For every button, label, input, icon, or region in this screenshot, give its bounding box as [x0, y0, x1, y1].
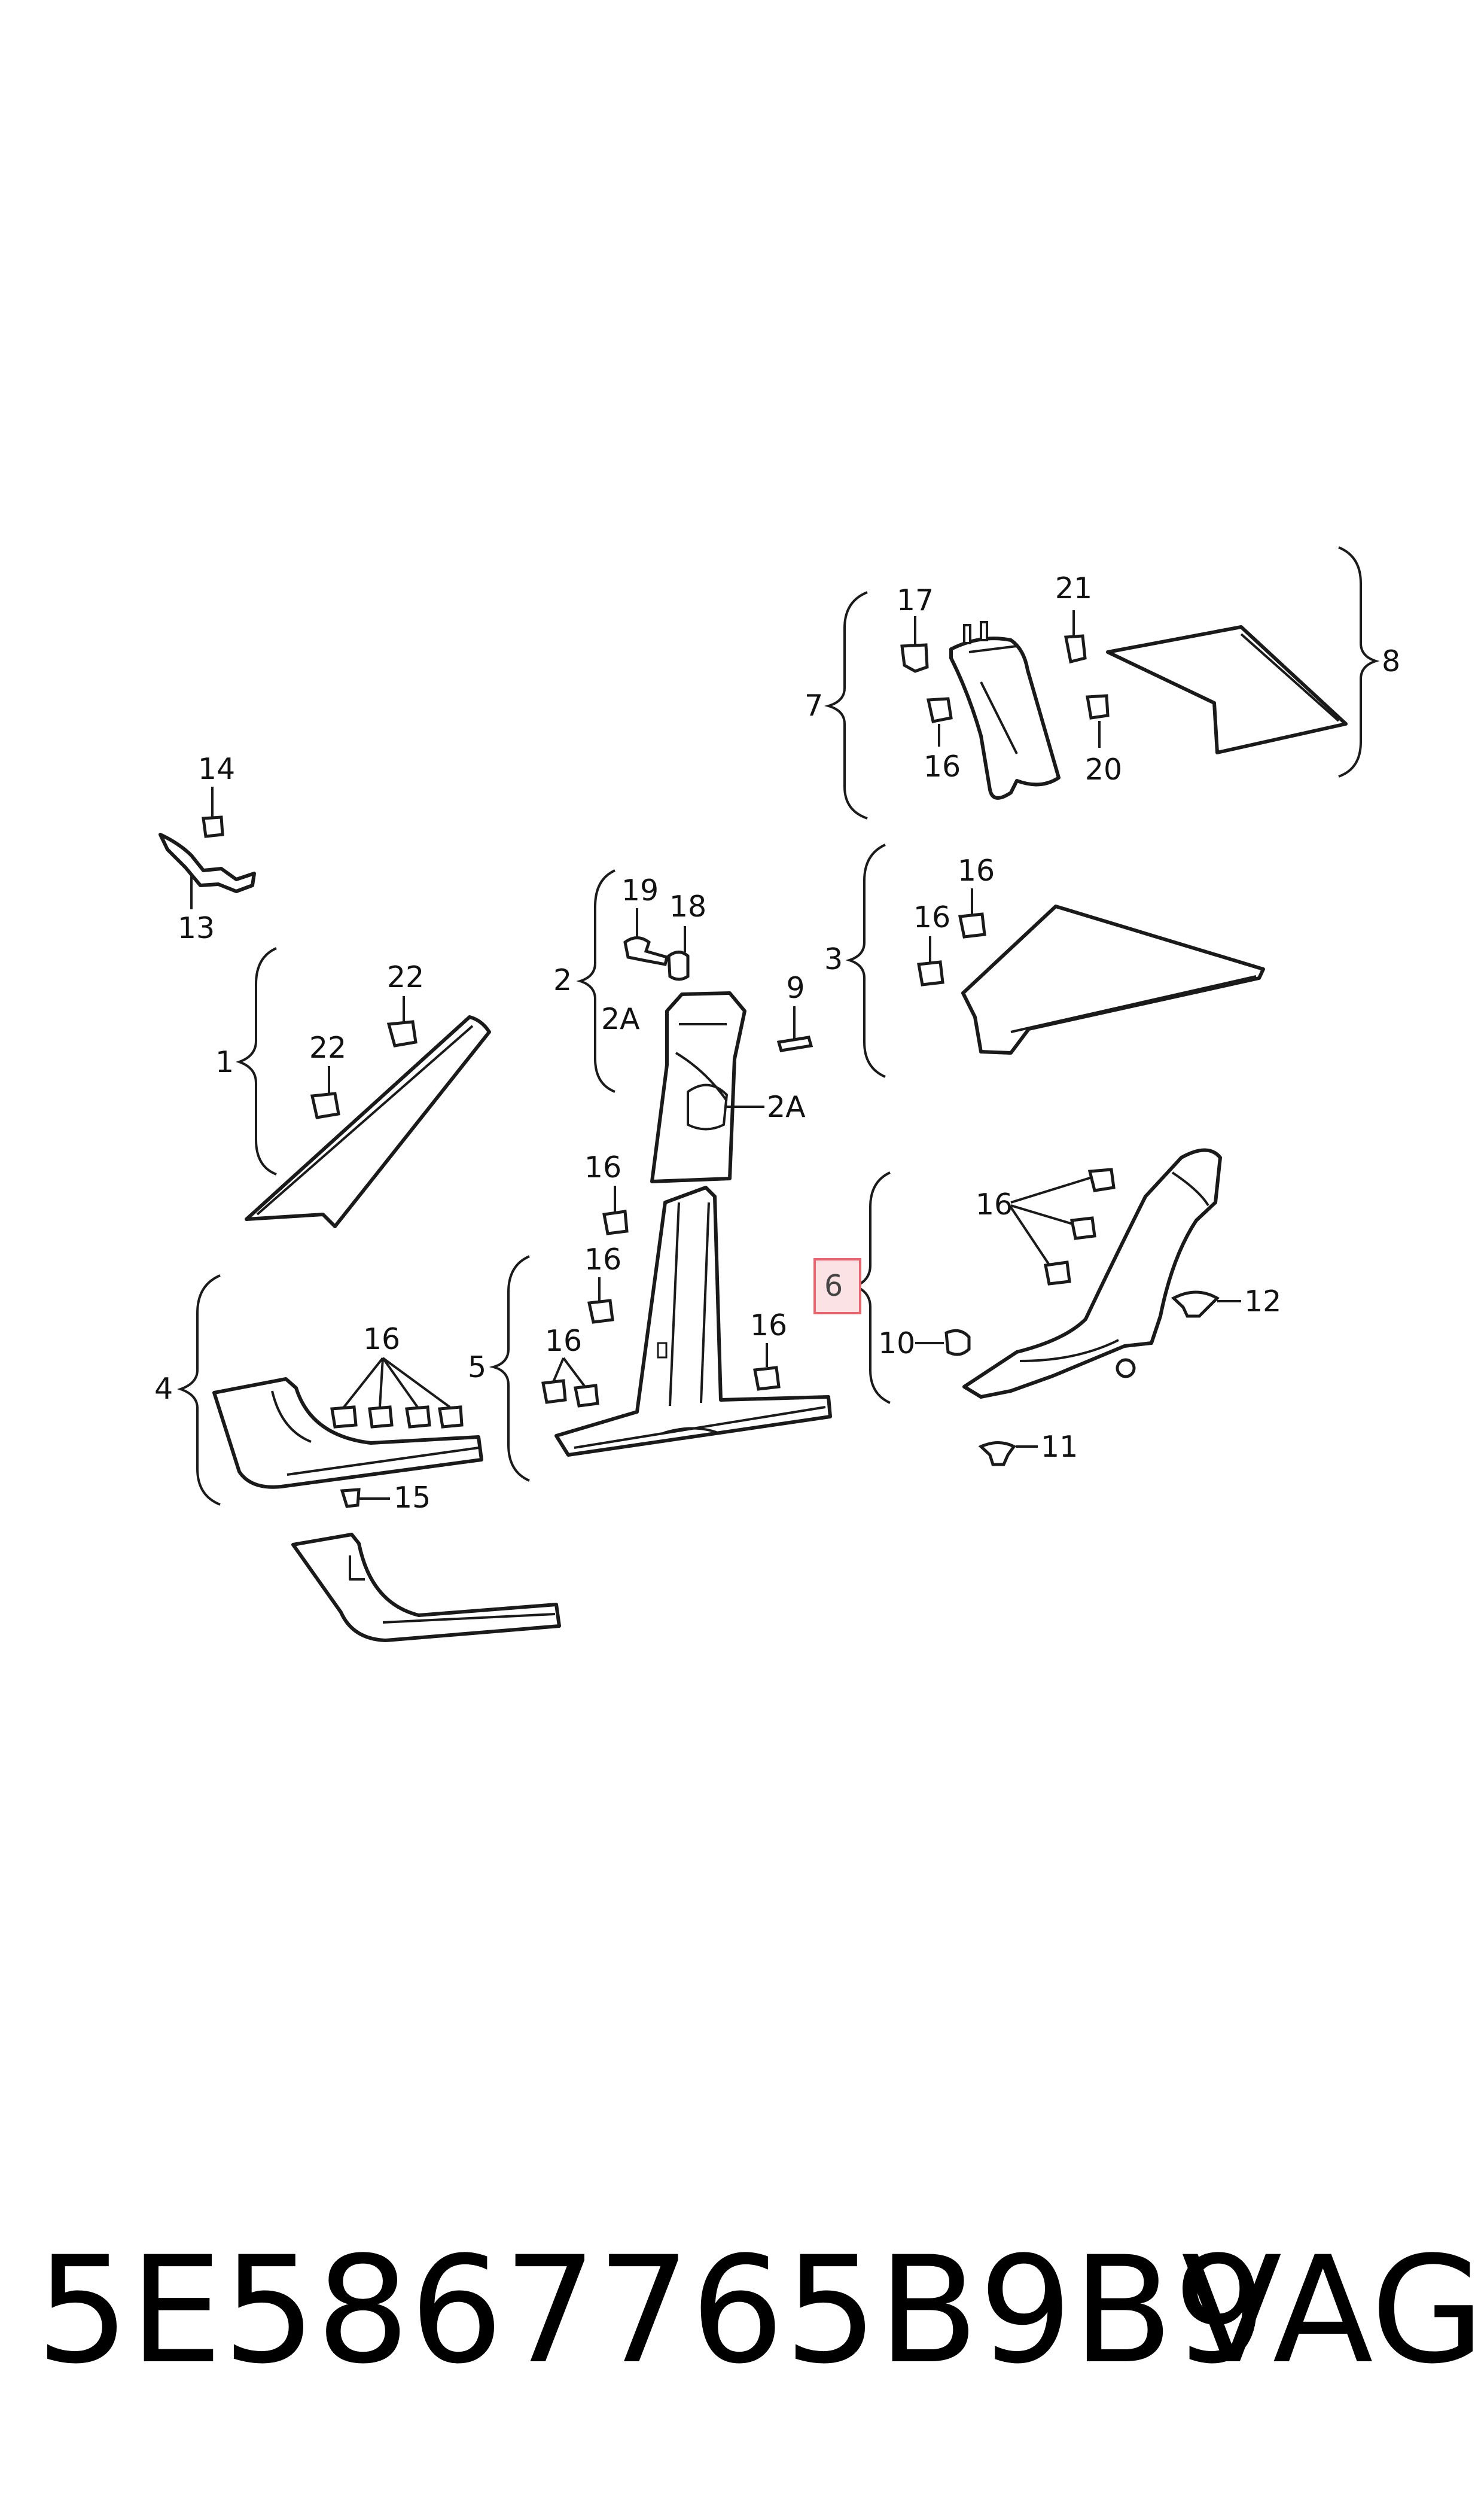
callout-16-group-5-d: 16: [750, 1308, 787, 1342]
part-group-4: 4 16 15: [154, 1274, 483, 1515]
callout-17: 17: [897, 583, 934, 617]
clip-14: [202, 815, 224, 838]
callout-7: 7: [805, 689, 823, 723]
clip-16-pillar-c: [926, 697, 953, 723]
clip-17: [900, 643, 929, 673]
clip-16-group-6-a: [1087, 1168, 1116, 1192]
callout-22-lower: 22: [309, 1031, 346, 1065]
clip-12: [1171, 1290, 1220, 1318]
clip-9: [776, 1036, 813, 1052]
clip-11: [978, 1441, 1016, 1466]
callout-14: 14: [198, 752, 235, 786]
clip-16-group-5-b: [587, 1299, 614, 1324]
front-sill-trim: [212, 1377, 483, 1489]
bracket-2: [576, 869, 615, 1093]
part-group-6: 6 16 10 12 11: [813, 1148, 1281, 1466]
part-group-9: 9: [776, 971, 813, 1052]
callout-2a-top: 2A: [601, 1002, 640, 1036]
callout-6[interactable]: 6: [824, 1269, 843, 1303]
bracket-3: [845, 844, 886, 1078]
callout-16-group-5-a: 16: [584, 1150, 621, 1185]
callout-16-group-3-lower: 16: [913, 900, 950, 934]
callout-12: 12: [1244, 1284, 1281, 1319]
callout-3: 3: [824, 942, 843, 976]
callout-10: 10: [878, 1326, 915, 1360]
callout-22-upper: 22: [387, 960, 424, 994]
rear-pillar-lower-trim: [962, 1148, 1222, 1399]
callout-9: 9: [786, 971, 805, 1005]
clip-20: [1086, 694, 1110, 720]
callout-19: 19: [621, 873, 659, 908]
rear-sill-trim: [291, 1533, 561, 1642]
callout-20: 20: [1085, 753, 1122, 787]
rear-side-trim-middle: [961, 905, 1265, 1055]
part-group-2: 2 2A 19 18 2A: [553, 869, 806, 1183]
callout-1: 1: [215, 1045, 234, 1079]
clip-16-group-4-a: [330, 1405, 358, 1429]
part-group-3: 3 16 16: [824, 844, 1265, 1078]
bracket-8: [1338, 546, 1380, 778]
callout-16-group-6: 16: [976, 1188, 1013, 1222]
clip-15: [340, 1488, 361, 1508]
callout-15: 15: [394, 1481, 431, 1515]
b-pillar-lower-trim: [554, 1186, 832, 1457]
bracket-7: [824, 591, 868, 820]
clip-18: [667, 951, 690, 981]
c-pillar-trim: [949, 637, 1061, 800]
clip-22-lower: [310, 1092, 340, 1119]
a-pillar-trim: [245, 1015, 491, 1228]
callout-2: 2: [553, 963, 572, 997]
clip-16-group-5-c2: [574, 1384, 599, 1408]
callout-16-group-3-upper: 16: [958, 854, 995, 888]
part-group-5: 5 16 16 16 16: [468, 1150, 832, 1482]
callout-16-group-5-b: 16: [584, 1243, 621, 1277]
clip-16-group-5-c1: [541, 1379, 567, 1404]
bracket-5: [489, 1255, 530, 1482]
callout-2a-side: 2A: [767, 1090, 806, 1124]
callout-16-group-4: 16: [363, 1322, 400, 1356]
footer-part-number: 5E5867765B9B9: [36, 2225, 1267, 2397]
clip-16-group-6-b: [1070, 1216, 1096, 1240]
clip-16-group-6-c: [1044, 1260, 1071, 1286]
clip-16-group-4-b: [368, 1405, 394, 1429]
callout-4: 4: [154, 1372, 173, 1406]
part-group-1: 1 22 22: [215, 947, 491, 1228]
callout-18: 18: [669, 890, 706, 924]
clip-21: [1064, 634, 1087, 664]
callout-5: 5: [468, 1350, 486, 1384]
bracket-1: [236, 947, 277, 1176]
clip-16-group-5-d: [753, 1366, 781, 1391]
rear-side-trim-upper: [1106, 625, 1348, 754]
bracket-4: [177, 1274, 221, 1506]
callout-16-group-7: 16: [924, 750, 961, 784]
clip-16-group-4-d: [438, 1405, 464, 1429]
part-group-7: 7 17 16: [805, 583, 1061, 820]
clip-16-group-5-a: [602, 1210, 629, 1235]
screw-10: [944, 1329, 971, 1356]
callout-16-group-5-c: 16: [545, 1324, 582, 1358]
clip-16-group-4-c: [405, 1405, 431, 1429]
footer-brand: VAG: [1181, 2225, 1484, 2397]
callout-13: 13: [178, 911, 215, 945]
callout-8: 8: [1382, 644, 1400, 678]
part-group-13: 14 13: [159, 752, 256, 945]
callout-6-highlight[interactable]: [813, 1258, 861, 1314]
clip-16-group-3-lower: [917, 960, 944, 987]
callout-11: 11: [1041, 1430, 1078, 1464]
clip-22-upper: [386, 1020, 418, 1048]
bracket-13: [159, 833, 256, 893]
clip-16-group-3-upper: [958, 912, 986, 939]
callout-21: 21: [1055, 571, 1092, 605]
screw-19: [623, 936, 669, 966]
part-group-8: 21 20 8: [1055, 546, 1400, 787]
